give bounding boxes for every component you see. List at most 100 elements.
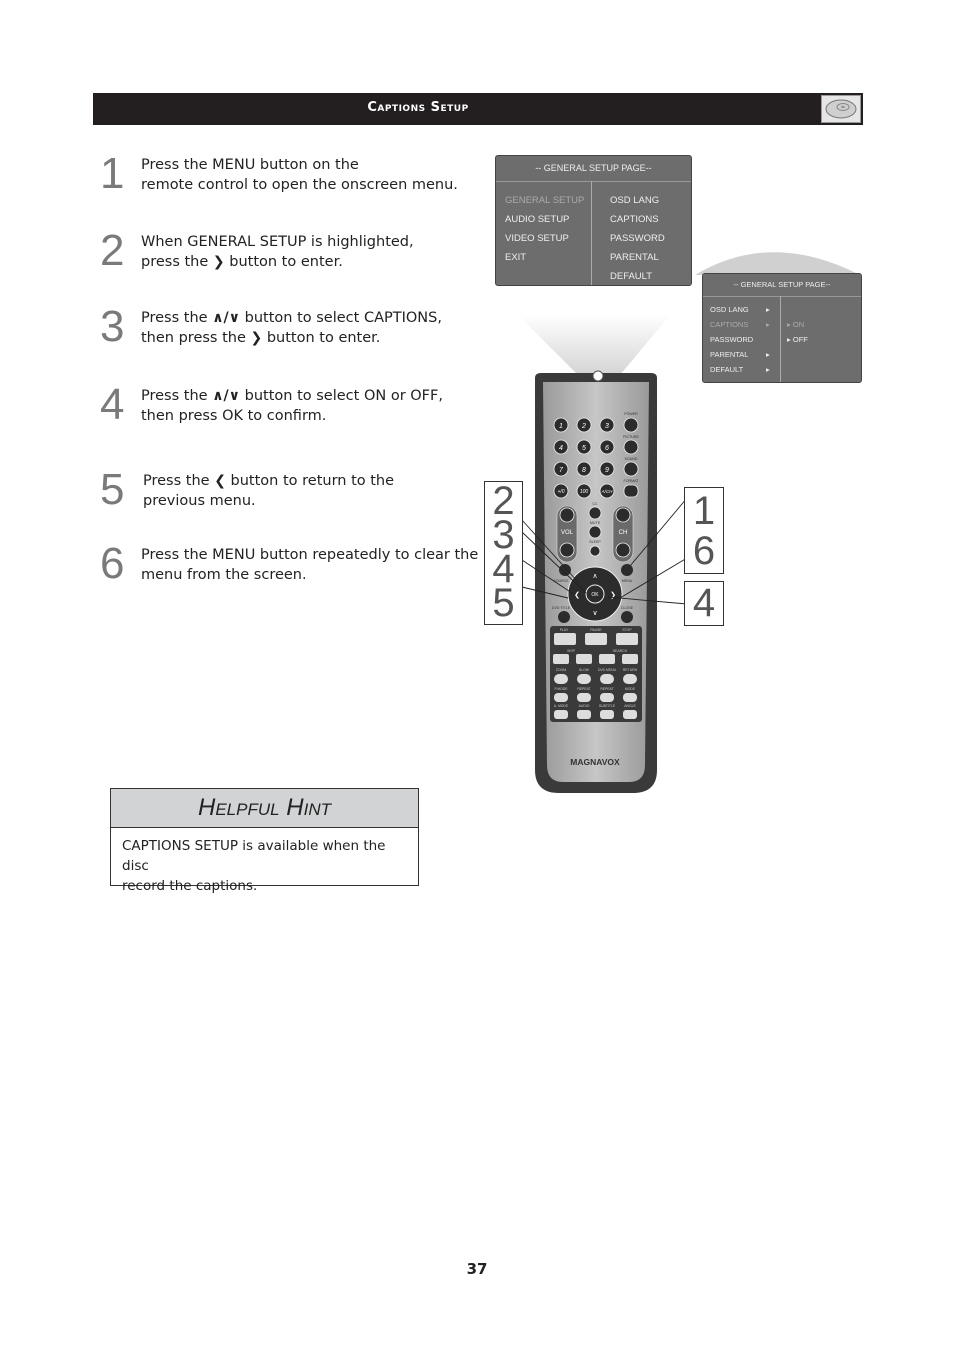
close-button[interactable] <box>621 611 633 623</box>
power-button[interactable] <box>623 417 639 433</box>
source-button[interactable] <box>559 564 571 576</box>
cc-button[interactable] <box>588 506 602 520</box>
key-9[interactable]: 9 <box>605 467 609 474</box>
angle-button[interactable] <box>623 710 637 719</box>
left-arrow-icon: ❮ <box>214 473 226 489</box>
mode-button[interactable] <box>623 693 637 702</box>
slow-button[interactable] <box>577 674 591 684</box>
osd-item-audio-setup[interactable]: AUDIO SETUP <box>505 214 570 225</box>
playback-panel <box>550 626 642 722</box>
svg-text:OK: OK <box>591 592 599 598</box>
right-arrow-icon: ❯ <box>212 254 225 270</box>
svg-text:SEARCH: SEARCH <box>613 649 628 653</box>
amode-button[interactable] <box>554 710 568 719</box>
osd-item-captions[interactable]: CAPTIONS <box>610 214 659 225</box>
svg-text:REPEAT: REPEAT <box>577 687 590 691</box>
skip-forward-button[interactable] <box>576 654 592 664</box>
osd-item-password[interactable]: PASSWORD <box>710 335 754 344</box>
dvd-title-button[interactable] <box>558 611 570 623</box>
svg-text:STOP: STOP <box>622 628 632 632</box>
osd-item-osd-lang[interactable]: OSD LANG ▸ <box>710 302 770 317</box>
key-plus10[interactable]: +/0 <box>557 489 564 495</box>
search-back-button[interactable] <box>599 654 615 664</box>
step-number: 6 <box>100 539 125 588</box>
svg-text:POWER: POWER <box>624 412 638 416</box>
osd-item-general-setup[interactable]: GENERAL SETUP <box>505 195 585 206</box>
helpful-hint-box: Helpful Hint CAPTIONS SETUP is available… <box>110 788 419 894</box>
svg-text:SUBTITLE: SUBTITLE <box>599 704 616 708</box>
audio-button[interactable] <box>577 710 591 719</box>
up-arrow-icon[interactable]: ∧ <box>592 573 597 580</box>
osd-item-captions[interactable]: CAPTIONS ▸ <box>710 317 770 332</box>
osd-item-exit[interactable]: EXIT <box>505 252 527 263</box>
repeat-ab-button[interactable] <box>577 693 591 702</box>
osd-right-column: ▸ ON ▸ OFF <box>787 317 808 347</box>
mute-button[interactable] <box>588 525 602 539</box>
svg-text:VOL: VOL <box>561 530 574 536</box>
callout-number: 6 <box>692 529 716 573</box>
right-arrow-icon[interactable]: ❯ <box>610 591 616 599</box>
format-button[interactable] <box>623 484 639 498</box>
key-3[interactable]: 3 <box>605 423 609 430</box>
ok-button[interactable] <box>585 584 605 604</box>
osd-right-column: OSD LANG CAPTIONS PASSWORD PARENTAL DEFA… <box>610 191 665 286</box>
play-button[interactable] <box>554 633 576 645</box>
sleep-button[interactable] <box>589 545 601 557</box>
osd-item-default[interactable]: DEFAULT <box>610 271 653 282</box>
pause-button[interactable] <box>585 633 607 645</box>
zoom-button[interactable] <box>554 674 568 684</box>
osd-title: -- GENERAL SETUP PAGE-- <box>496 156 691 182</box>
key-7[interactable]: 7 <box>559 467 564 474</box>
section-title: Captions Setup <box>367 100 469 115</box>
osd-item-parental[interactable]: PARENTAL <box>610 252 659 263</box>
step-text: Press the ∧/∨ button to select CAPTIONS,… <box>141 310 442 346</box>
subtitle-button[interactable] <box>600 710 614 719</box>
repeat-button[interactable] <box>600 693 614 702</box>
skip-back-button[interactable] <box>553 654 569 664</box>
triangle-right-icon: ▸ <box>766 305 770 314</box>
osd-option-off[interactable]: ▸ OFF <box>787 335 808 344</box>
osd-item-video-setup[interactable]: VIDEO SETUP <box>505 233 569 244</box>
return-button[interactable] <box>623 674 637 684</box>
callout-box-left: 2 3 4 5 <box>484 481 523 625</box>
key-100[interactable]: 100 <box>580 489 589 495</box>
callout-lines <box>521 497 688 605</box>
menu-button[interactable] <box>621 564 633 576</box>
osd-item-parental[interactable]: PARENTAL ▸ <box>710 347 770 362</box>
svg-text:SOUND: SOUND <box>625 457 638 461</box>
hint-body: CAPTIONS SETUP is available when the dis… <box>122 838 386 894</box>
up-down-arrow-icon: ∧/∨ <box>212 388 241 404</box>
svg-text:SLOW: SLOW <box>579 668 590 672</box>
key-ach[interactable]: A/CH <box>601 489 614 494</box>
osd-item-default[interactable]: DEFAULT ▸ <box>710 362 770 377</box>
down-arrow-icon[interactable]: ∨ <box>592 610 597 617</box>
key-5[interactable]: 5 <box>582 445 586 452</box>
svg-text:DVD MENU: DVD MENU <box>598 668 617 672</box>
svg-text:A. MODE: A. MODE <box>554 704 569 708</box>
callout-number: 4 <box>492 547 515 591</box>
step-text: Press the ∧/∨ button to select ON or OFF… <box>141 388 443 424</box>
svg-text:CC: CC <box>592 502 598 506</box>
step-text: Press the MENU button on the remote cont… <box>141 157 458 193</box>
dvd-menu-button[interactable] <box>600 674 614 684</box>
disc-icon <box>821 95 861 123</box>
key-6[interactable]: 6 <box>605 445 609 452</box>
pmode-button[interactable] <box>554 693 568 702</box>
brand-logo: MAGNAVOX <box>570 757 620 767</box>
picture-button[interactable] <box>623 439 639 455</box>
left-arrow-icon[interactable]: ❮ <box>574 591 580 599</box>
key-8[interactable]: 8 <box>582 467 586 474</box>
stop-button[interactable] <box>616 633 638 645</box>
osd-item-password[interactable]: PASSWORD <box>610 233 665 244</box>
callout-number: 2 <box>492 479 515 523</box>
osd-item-osd-lang[interactable]: OSD LANG <box>610 195 660 206</box>
step-text: Press the MENU button repeatedly to clea… <box>141 547 479 583</box>
step-text: Press the ❮ button to return to the prev… <box>143 473 395 509</box>
osd-option-on[interactable]: ▸ ON <box>787 320 805 329</box>
key-1[interactable]: 1 <box>559 423 563 430</box>
key-2[interactable]: 2 <box>581 423 586 430</box>
svg-text:RETURN: RETURN <box>623 668 638 672</box>
key-4[interactable]: 4 <box>559 445 563 452</box>
search-forward-button[interactable] <box>622 654 638 664</box>
sound-button[interactable] <box>623 461 639 477</box>
